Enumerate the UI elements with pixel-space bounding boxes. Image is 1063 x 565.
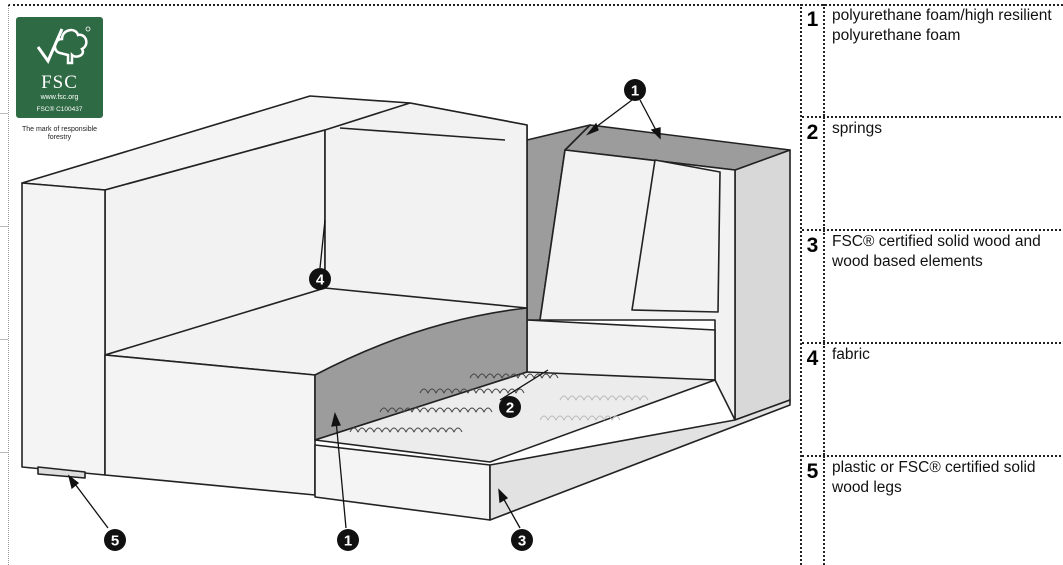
right-armrest-side (734, 149, 791, 421)
legend-number: 5 (802, 456, 825, 565)
callout-badge-4: 4 (309, 268, 331, 290)
legend-label: fabric (832, 346, 870, 363)
spring (379, 407, 493, 413)
legend-row: 2 springs (802, 117, 1063, 231)
margin-tick (0, 113, 8, 114)
spring (349, 427, 463, 433)
spring (559, 395, 649, 401)
legend-number: 1 (802, 4, 825, 116)
legend-number: 2 (802, 117, 825, 229)
legend-row: 1 polyurethane foam/high resilient polyu… (802, 4, 1063, 118)
svg-text:2: 2 (506, 400, 514, 417)
callout-badge-2: 2 (499, 396, 521, 418)
margin-tick (0, 339, 8, 340)
fsc-logo: FSC www.fsc.org FSC® C100437 (16, 17, 103, 118)
legend-label: springs (832, 120, 882, 137)
margin-tick (0, 452, 8, 453)
callout-badge-5: 5 (104, 529, 126, 551)
callout-badge-3: 3 (511, 529, 533, 551)
tree-check-icon (36, 26, 91, 65)
spring-platform (314, 371, 716, 463)
legend-label: FSC® certified solid wood and wood based… (832, 233, 1041, 270)
svg-text:4: 4 (316, 272, 325, 289)
back-cushion-right (324, 102, 528, 311)
legend-row: 4 fabric (802, 343, 1063, 457)
legend-row: 3 FSC® certified solid wood and wood bas… (802, 230, 1063, 344)
legend-number: 3 (802, 230, 825, 342)
frame-border (8, 4, 1063, 6)
logo-license: FSC® C100437 (36, 106, 83, 113)
materials-legend: 1 polyurethane foam/high resilient polyu… (800, 4, 1063, 565)
logo-brand: FSC (41, 72, 78, 93)
spring (539, 415, 621, 421)
spring (469, 373, 559, 379)
callout-badge-1-seat: 1 (337, 529, 359, 551)
svg-text:1: 1 (344, 533, 352, 550)
seam-line (339, 127, 506, 141)
spring (419, 388, 525, 394)
legend-row: 5 plastic or FSC® certified solid wood l… (802, 456, 1063, 565)
left-armrest-front (21, 182, 106, 476)
leg (37, 466, 86, 479)
seat-foam-panel (314, 307, 528, 441)
logo-tagline: The mark of responsible forestry (21, 126, 98, 141)
sofa-diagram: 1 4 2 1 3 5 (21, 79, 791, 551)
legend-label: polyurethane foam/high resilient polyure… (832, 7, 1052, 44)
base-side (489, 399, 791, 521)
right-armrest-front (526, 319, 716, 381)
svg-text:1: 1 (631, 83, 639, 100)
seat-front (104, 354, 316, 496)
callout-badge-1-top: 1 (624, 79, 646, 101)
legend-label: plastic or FSC® certified solid wood leg… (832, 459, 1036, 496)
margin-tick (0, 226, 8, 227)
logo-url: www.fsc.org (40, 94, 79, 101)
right-back-cushion (631, 159, 721, 313)
frame-border (8, 4, 9, 565)
svg-text:3: 3 (518, 533, 526, 550)
svg-text:5: 5 (111, 533, 119, 550)
legend-number: 4 (802, 343, 825, 455)
